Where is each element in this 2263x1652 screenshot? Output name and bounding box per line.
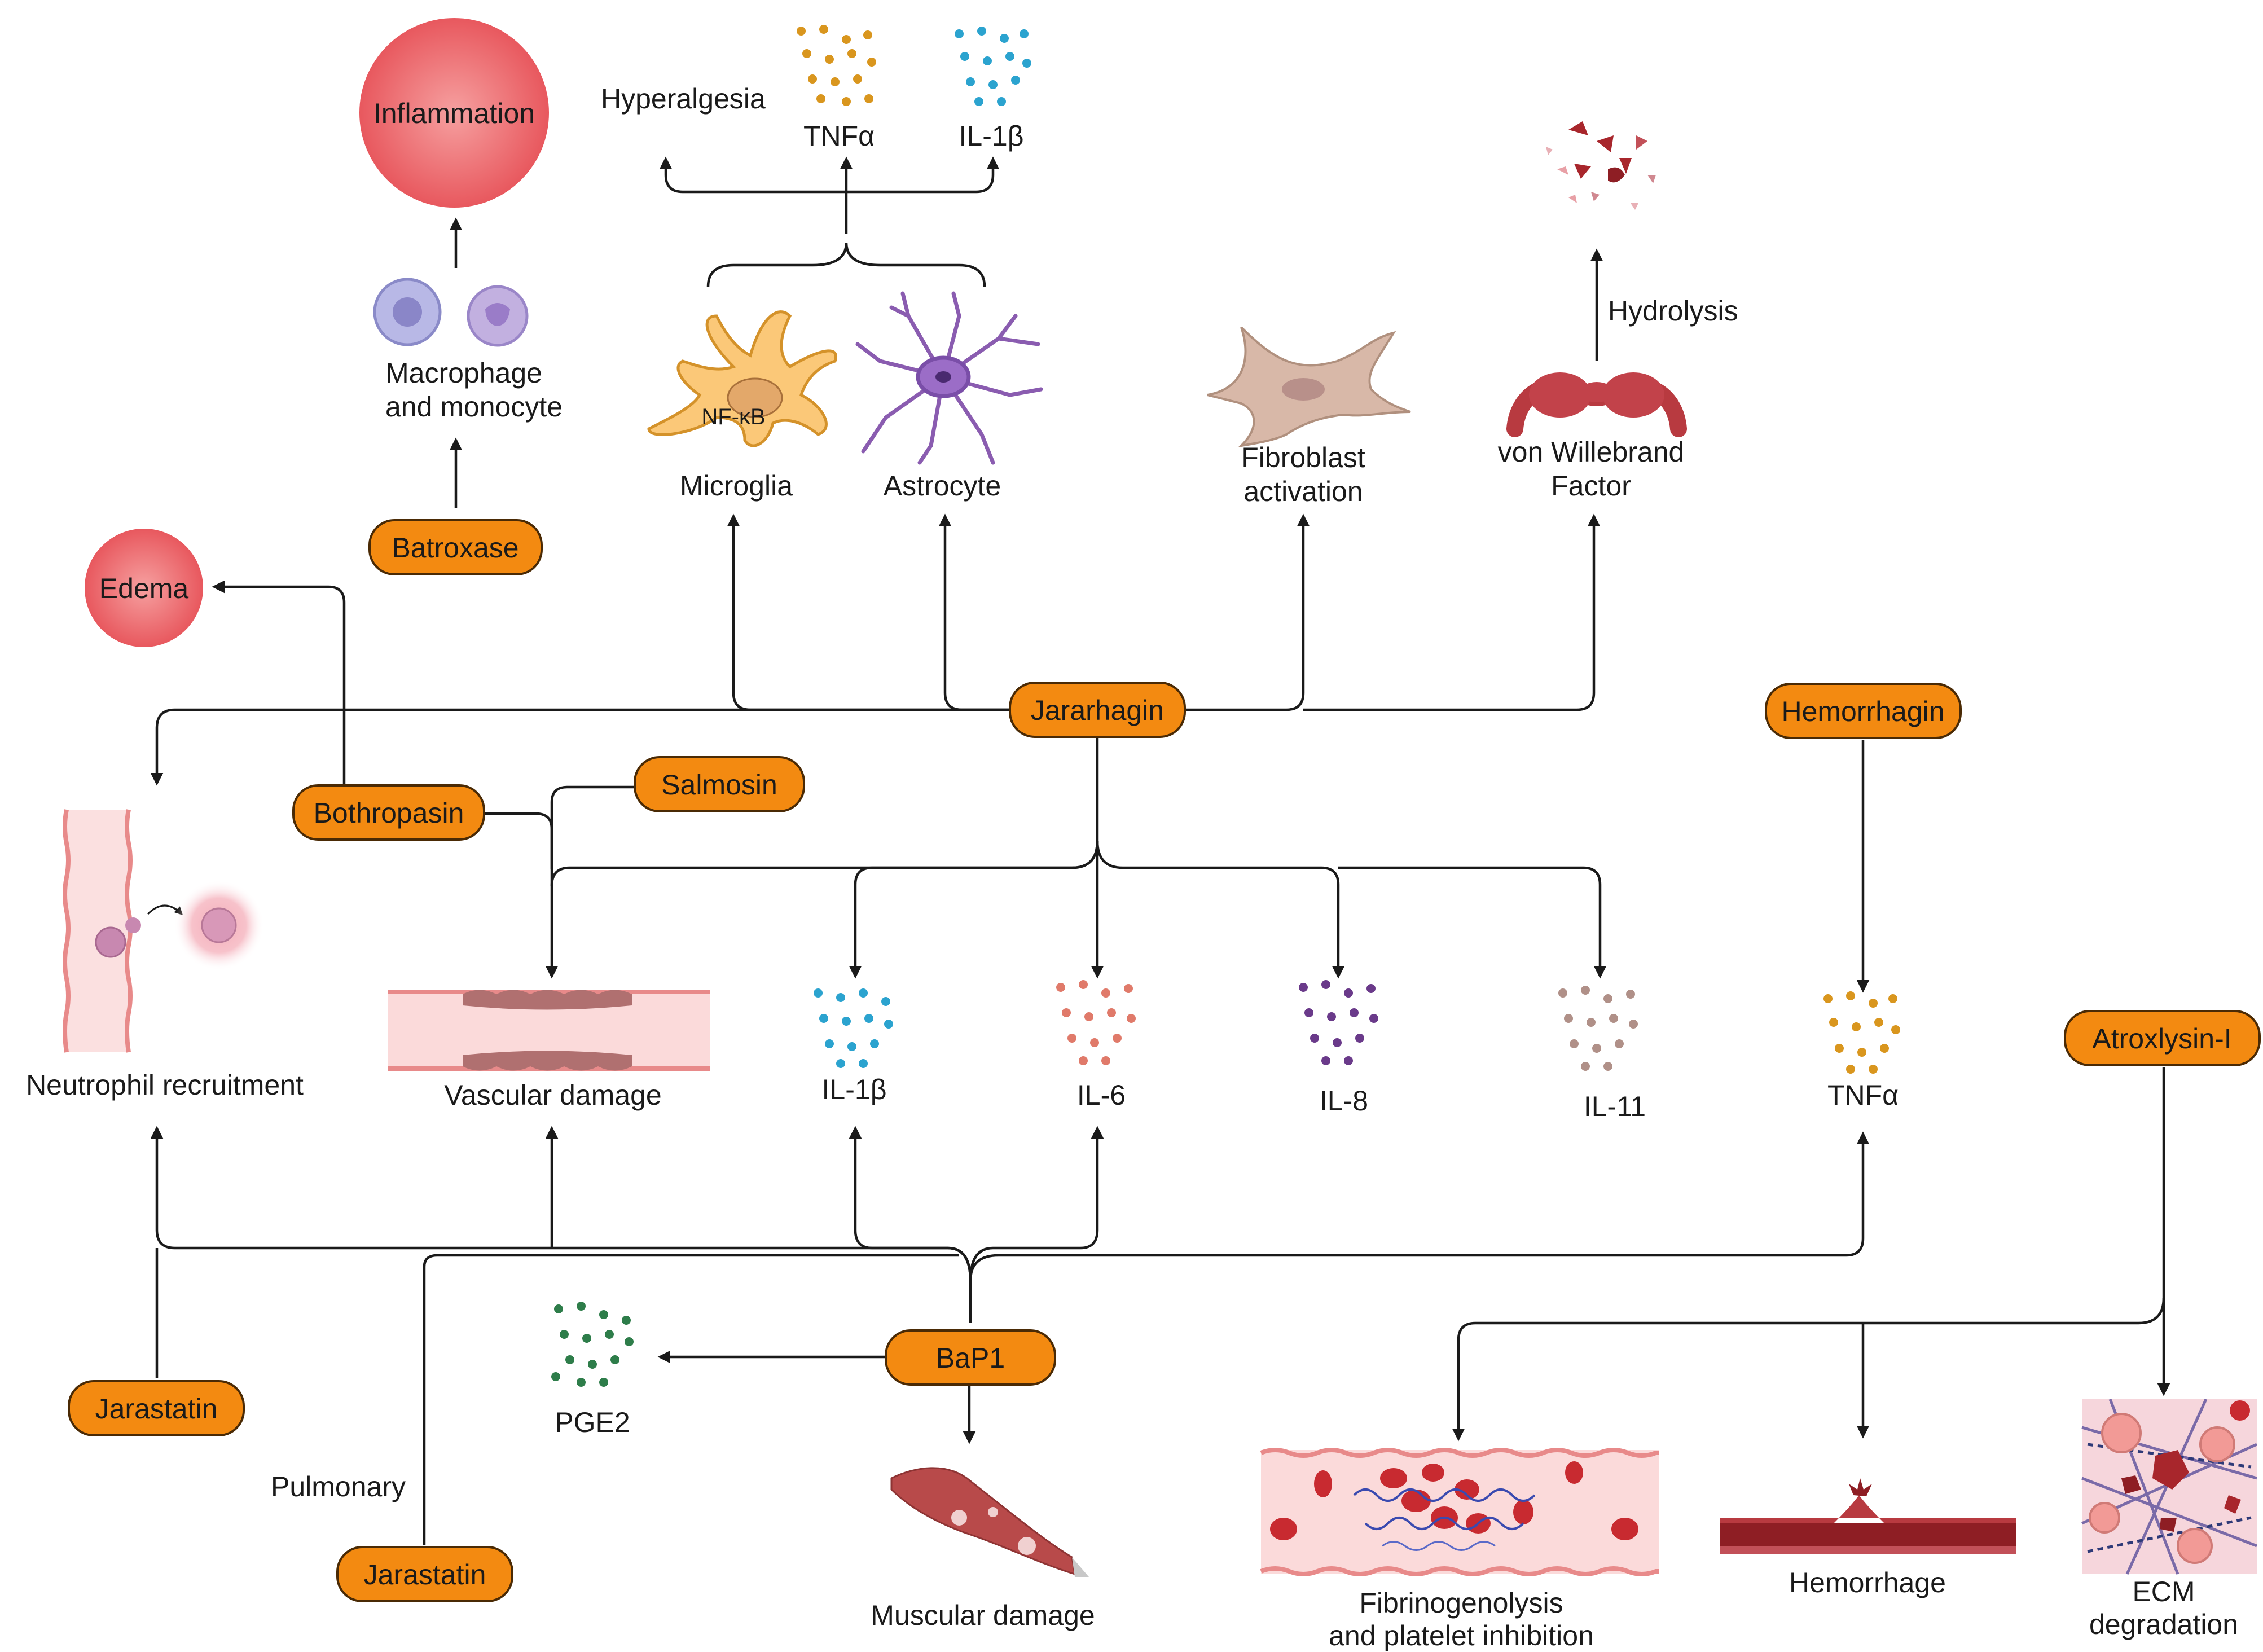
edema-node: Edema xyxy=(85,529,203,647)
hemorrhage-label: Hemorrhage xyxy=(1789,1567,1946,1598)
jararhagin-label: Jararhagin xyxy=(1031,695,1164,726)
vwf-label-1: von Willebrand xyxy=(1498,436,1685,468)
fibrinogenolysis-icon xyxy=(1260,1448,1659,1576)
jarastatin-bottom-label: Jarastatin xyxy=(364,1559,486,1591)
il6-label: IL-6 xyxy=(1077,1079,1126,1111)
il11-label: IL-11 xyxy=(1584,1091,1646,1122)
ecm-label-2: degradation xyxy=(2089,1609,2238,1640)
il11-dots xyxy=(1558,986,1638,1071)
tnf-right-dots xyxy=(1823,991,1900,1074)
inflammation-label: Inflammation xyxy=(373,98,535,129)
macrophage-icon xyxy=(373,278,529,347)
hyperalgesia-label: Hyperalgesia xyxy=(601,83,766,115)
il6-dots xyxy=(1056,980,1136,1065)
il8-label: IL-8 xyxy=(1320,1085,1368,1117)
ecm-degradation-icon xyxy=(2081,1398,2258,1575)
jararhagin-pill: Jararhagin xyxy=(1009,682,1186,738)
atroxlysin-label: Atroxlysin-I xyxy=(2092,1023,2231,1055)
vwf-fragments-icon xyxy=(1546,121,1656,210)
hemorrhagin-label: Hemorrhagin xyxy=(1781,696,1944,727)
connector-lines xyxy=(150,156,2170,1545)
jarastatin-left-label: Jarastatin xyxy=(95,1393,218,1425)
atroxlysin-pill: Atroxlysin-I xyxy=(2064,1010,2261,1066)
inflammation-node: Inflammation xyxy=(359,18,549,208)
astrocyte-icon xyxy=(855,291,1043,465)
microglia-icon xyxy=(647,310,837,447)
salmosin-pill: Salmosin xyxy=(634,756,805,812)
tnf-right-label: TNFα xyxy=(1827,1079,1899,1111)
tnf-top-dots xyxy=(797,25,876,106)
neutrophil-label: Neutrophil recruitment xyxy=(26,1069,304,1101)
hemorrhagin-pill: Hemorrhagin xyxy=(1765,683,1962,739)
batroxase-label: Batroxase xyxy=(392,532,518,564)
astrocyte-label: Astrocyte xyxy=(884,470,1001,502)
fibroblast-icon xyxy=(1207,326,1411,447)
macrophage-label-2: and monocyte xyxy=(385,391,563,423)
tnf-top-label: TNFα xyxy=(803,120,875,152)
bothropasin-pill: Bothropasin xyxy=(292,784,485,841)
bap1-pill: BaP1 xyxy=(885,1329,1056,1386)
microglia-label: Microglia xyxy=(680,470,793,502)
vwf-label-2: Factor xyxy=(1551,470,1631,502)
bap1-label: BaP1 xyxy=(936,1342,1005,1374)
il1b-label: IL-1β xyxy=(822,1074,887,1105)
edema-label: Edema xyxy=(99,573,189,604)
fibrinogenolysis-label-1: Fibrinogenolysis xyxy=(1359,1587,1563,1619)
batroxase-pill: Batroxase xyxy=(368,519,543,575)
hydrolysis-label: Hydrolysis xyxy=(1608,295,1738,327)
fibroblast-label-2: activation xyxy=(1243,476,1363,507)
hemorrhage-icon xyxy=(1720,1478,2016,1554)
vascular-damage-icon xyxy=(388,990,710,1071)
il1b-top-dots xyxy=(955,27,1031,106)
neutrophil-vessel-icon xyxy=(63,809,264,1053)
pge2-label: PGE2 xyxy=(555,1407,630,1438)
muscular-damage-label: Muscular damage xyxy=(871,1600,1095,1631)
fibrinogenolysis-label-2: and platelet inhibition xyxy=(1329,1620,1594,1651)
vascular-damage-label: Vascular damage xyxy=(444,1079,661,1111)
jarastatin-left-pill: Jarastatin xyxy=(68,1380,245,1436)
il1b-dots xyxy=(814,988,893,1068)
bothropasin-label: Bothropasin xyxy=(314,797,464,829)
vwf-icon xyxy=(1506,372,1687,437)
pge2-dots xyxy=(551,1302,634,1387)
pulmonary-label: Pulmonary xyxy=(271,1471,406,1502)
jarastatin-bottom-pill: Jarastatin xyxy=(336,1546,513,1602)
nfkb-label: NF-κB xyxy=(701,405,765,429)
macrophage-label-1: Macrophage xyxy=(385,357,542,389)
il8-dots xyxy=(1299,980,1378,1065)
fibroblast-label-1: Fibroblast xyxy=(1241,442,1365,473)
muscle-icon xyxy=(890,1467,1089,1577)
ecm-label-1: ECM xyxy=(2132,1576,2195,1607)
salmosin-label: Salmosin xyxy=(661,769,777,801)
il1b-top-label: IL-1β xyxy=(959,120,1024,152)
